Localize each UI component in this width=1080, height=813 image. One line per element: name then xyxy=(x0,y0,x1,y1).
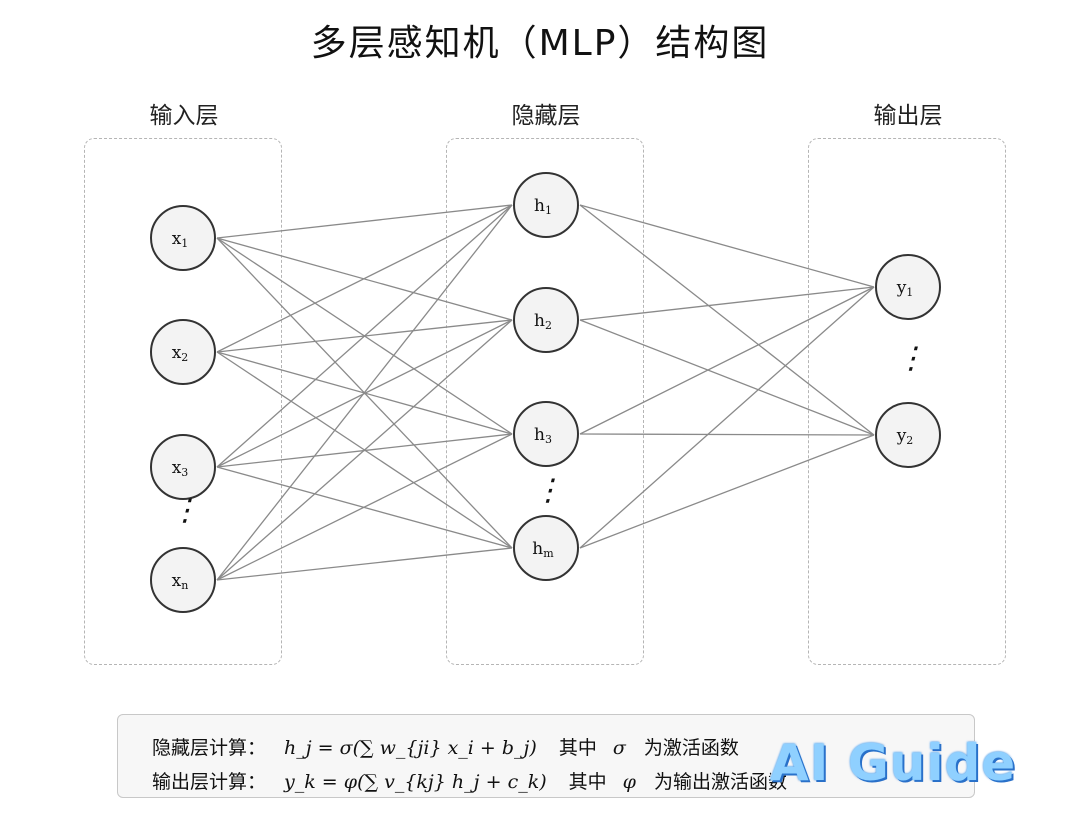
edge-input-3-hidden-2 xyxy=(216,433,513,581)
nodes: x1 x2 x3 xn h1 h2 h3 hm y1 y2 xyxy=(150,172,941,613)
hidden-formula-row: 隐藏层计算： h_j = σ(∑ w_{ji} x_i + b_j) 其中 σ 为激活函… xyxy=(152,733,739,760)
edge-input-0-hidden-0 xyxy=(216,204,513,239)
input-node-x2: x2 xyxy=(150,319,216,385)
output-formula-expr: y_k = φ(∑ v_{kj} h_j + c_k) xyxy=(284,771,547,793)
hidden-formula-expr: h_j = σ(∑ w_{ji} x_i + b_j) xyxy=(284,737,537,759)
watermark-logo: AI Guide xyxy=(760,734,1050,792)
hidden-layer-box xyxy=(446,138,644,665)
output-node-y1-label: y1 xyxy=(896,278,914,299)
hidden-formula-note: 其中 xyxy=(558,737,597,759)
edge-hidden-0-output-1 xyxy=(579,204,875,436)
hidden-ellipsis: ⋮ xyxy=(533,473,563,508)
hidden-formula-label: 隐藏层计算： xyxy=(152,737,267,759)
edge-hidden-0-output-0 xyxy=(579,204,875,288)
input-node-x1: x1 xyxy=(150,205,216,271)
hidden-node-hm: hm xyxy=(513,515,579,581)
hidden-layer-label: 隐藏层 xyxy=(511,103,581,129)
connections xyxy=(216,204,875,581)
hidden-node-h1: h1 xyxy=(513,172,579,238)
watermark-text: AI Guide xyxy=(770,734,1017,792)
edge-hidden-1-output-0 xyxy=(579,286,875,321)
output-node-y1: y1 xyxy=(875,254,941,320)
ellipses: ⋮ ⋮ ⋮ xyxy=(170,341,926,528)
output-formula-label: 输出层计算： xyxy=(152,771,267,793)
edge-input-2-hidden-0 xyxy=(216,204,513,468)
output-formula-note: 其中 xyxy=(568,771,607,793)
edge-hidden-2-output-0 xyxy=(579,286,875,435)
hidden-node-h3: h3 xyxy=(513,401,579,467)
hidden-formula-desc: 为激活函数 xyxy=(643,737,739,759)
hidden-node-h2: h2 xyxy=(513,287,579,353)
hidden-node-h1-label: h1 xyxy=(534,196,552,217)
edge-hidden-1-output-1 xyxy=(579,319,875,436)
input-ellipsis: ⋮ xyxy=(170,493,200,528)
output-formula-symbol: φ xyxy=(622,771,636,793)
output-node-y2-label: y2 xyxy=(896,426,914,447)
edge-input-3-hidden-0 xyxy=(216,204,513,581)
output-formula-desc: 为输出激活函数 xyxy=(653,771,787,793)
edge-input-3-hidden-1 xyxy=(216,319,513,581)
edge-hidden-2-output-1 xyxy=(579,433,875,436)
input-node-xn: xn xyxy=(150,547,216,613)
input-node-xn-label: xn xyxy=(172,571,189,592)
edge-input-1-hidden-0 xyxy=(216,204,513,353)
input-layer-box xyxy=(84,138,282,665)
output-formula-row: 输出层计算： y_k = φ(∑ v_{kj} h_j + c_k) 其中 φ 为输出激… xyxy=(152,767,787,794)
hidden-formula-symbol: σ xyxy=(612,737,626,759)
hidden-node-h2-label: h2 xyxy=(534,311,552,332)
hidden-node-hm-label: hm xyxy=(532,539,554,560)
input-node-x2-label: x2 xyxy=(172,343,189,364)
output-layer-label: 输出层 xyxy=(873,103,943,129)
input-node-x3: x3 xyxy=(150,434,216,500)
diagram-title: 多层感知机（MLP）结构图 xyxy=(310,23,770,64)
input-node-x3-label: x3 xyxy=(172,458,189,479)
edge-hidden-3-output-0 xyxy=(579,286,875,549)
input-layer-label: 输入层 xyxy=(149,103,219,129)
output-node-y2: y2 xyxy=(875,402,941,468)
output-layer-box xyxy=(808,138,1006,665)
input-node-x1-label: x1 xyxy=(172,229,189,250)
hidden-node-h3-label: h3 xyxy=(534,425,552,446)
edge-hidden-3-output-1 xyxy=(579,434,875,549)
output-ellipsis: ⋮ xyxy=(896,341,926,376)
edge-input-3-hidden-3 xyxy=(216,547,513,581)
